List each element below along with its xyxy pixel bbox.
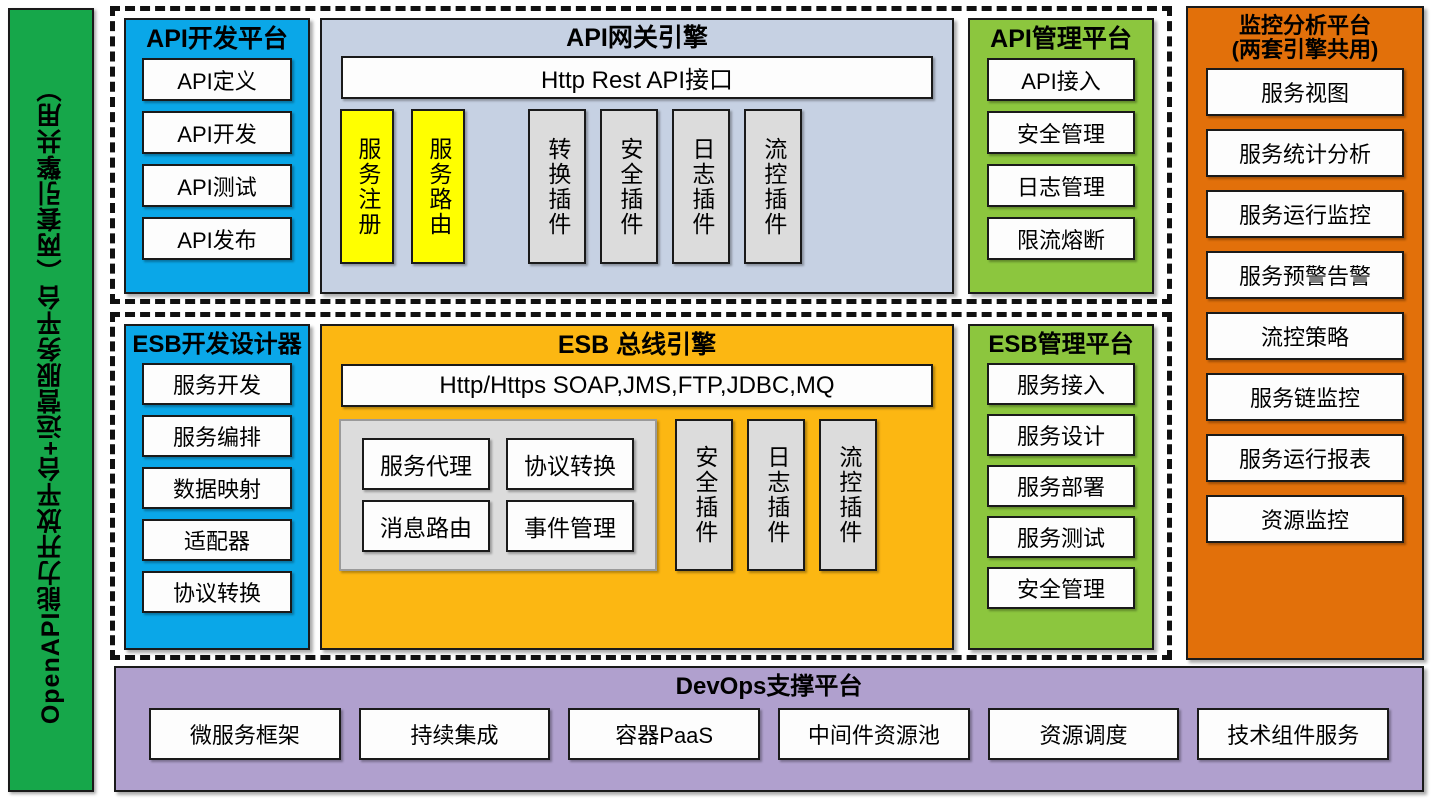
esb-plugin-security[interactable]: 安全插件: [675, 419, 733, 571]
panel-title-devops: DevOps支撑平台: [675, 673, 863, 700]
item-container-paas[interactable]: 容器PaaS: [568, 707, 761, 760]
item-service-stats-analysis[interactable]: 服务统计分析: [1206, 128, 1404, 177]
module-protocol-transform[interactable]: 协议转换: [506, 438, 634, 490]
item-esb-security-mgmt[interactable]: 安全管理: [987, 566, 1135, 609]
item-adapter[interactable]: 适配器: [142, 518, 292, 561]
item-resource-scheduling[interactable]: 资源调度: [987, 707, 1180, 760]
module-service-proxy[interactable]: 服务代理: [362, 438, 490, 490]
item-service-alert-warning[interactable]: 服务预警告警: [1206, 250, 1404, 299]
item-service-deploy[interactable]: 服务部署: [987, 464, 1135, 507]
panel-api-gateway-engine[interactable]: API网关引擎 Http Rest API接口 服务注册 服务路由 转换插件 安…: [320, 18, 954, 294]
panel-esb-mgmt-platform[interactable]: ESB管理平台 服务接入 服务设计 服务部署 服务测试 安全管理: [968, 324, 1154, 650]
panel-title-api-dev: API开发平台: [146, 25, 288, 53]
panel-title-esb-mgmt: ESB管理平台: [988, 331, 1134, 358]
sidebar-openapi-platform: OpenAPI能力开放平台+运营服务平台（两套引擎共用）: [8, 8, 94, 792]
panel-title-esb-bus: ESB 总线引擎: [557, 331, 717, 359]
item-service-runtime-monitor[interactable]: 服务运行监控: [1206, 189, 1404, 238]
gateway-module-row: 服务注册 服务路由 转换插件 安全插件 日志插件 流控插件: [340, 109, 934, 269]
item-flow-control-policy[interactable]: 流控策略: [1206, 311, 1404, 360]
item-microservice-framework[interactable]: 微服务框架: [149, 707, 341, 760]
devops-item-row: 微服务框架 持续集成 容器PaaS 中间件资源池 资源调度 技术组件服务: [140, 707, 1398, 760]
panel-title-api-gateway: API网关引擎: [566, 24, 708, 52]
monitoring-title-line2: (两套引擎共用): [1231, 36, 1379, 62]
module-service-registry[interactable]: 服务注册: [340, 109, 394, 264]
item-service-develop[interactable]: 服务开发: [142, 362, 292, 405]
item-continuous-integration[interactable]: 持续集成: [358, 707, 551, 760]
api-engine-group-frame: [110, 6, 1172, 304]
item-data-mapping[interactable]: 数据映射: [142, 466, 292, 509]
esb-plugin-flow-control[interactable]: 流控插件: [819, 419, 877, 571]
item-api-develop[interactable]: API开发: [142, 111, 292, 154]
esb-interface-bar: Http/Https SOAP,JMS,FTP,JDBC,MQ: [341, 364, 933, 407]
item-tech-component-service[interactable]: 技术组件服务: [1197, 707, 1390, 760]
item-service-access[interactable]: 服务接入: [987, 362, 1135, 405]
item-rate-limit-circuit-break[interactable]: 限流熔断: [987, 217, 1135, 260]
item-api-access[interactable]: API接入: [987, 58, 1135, 101]
sidebar-label: OpenAPI能力开放平台+运营服务平台（两套引擎共用）: [37, 75, 65, 725]
plugin-security[interactable]: 安全插件: [600, 109, 658, 264]
panel-title-api-mgmt: API管理平台: [990, 25, 1132, 53]
panel-api-dev-platform[interactable]: API开发平台 API定义 API开发 API测试 API发布: [124, 18, 310, 294]
panel-devops-platform[interactable]: DevOps支撑平台 微服务框架 持续集成 容器PaaS 中间件资源池 资源调度…: [114, 666, 1424, 792]
esb-engine-group-frame: [110, 312, 1172, 660]
plugin-flow-control[interactable]: 流控插件: [744, 109, 802, 264]
item-security-mgmt[interactable]: 安全管理: [987, 111, 1135, 154]
item-api-test[interactable]: API测试: [142, 164, 292, 207]
item-protocol-transform[interactable]: 协议转换: [142, 570, 292, 613]
monitoring-title-line1: 监控分析平台: [1238, 13, 1371, 38]
item-service-orchestration[interactable]: 服务编排: [142, 414, 292, 457]
esb-core-module-block: 服务代理 协议转换 消息路由 事件管理: [339, 419, 657, 571]
plugin-transform[interactable]: 转换插件: [528, 109, 586, 264]
item-service-chain-monitor[interactable]: 服务链监控: [1206, 372, 1404, 421]
item-api-publish[interactable]: API发布: [142, 217, 292, 260]
gateway-interface-bar: Http Rest API接口: [341, 56, 933, 99]
panel-esb-bus-engine[interactable]: ESB 总线引擎 Http/Https SOAP,JMS,FTP,JDBC,MQ…: [320, 324, 954, 650]
item-service-view[interactable]: 服务视图: [1206, 67, 1404, 116]
item-service-runtime-report[interactable]: 服务运行报表: [1206, 433, 1404, 482]
esb-module-row: 服务代理 协议转换 消息路由 事件管理 安全插件 日志插件 流控插件: [339, 419, 935, 571]
esb-plugin-log[interactable]: 日志插件: [747, 419, 805, 571]
panel-title-monitoring: 监控分析平台 (两套引擎共用): [1188, 14, 1422, 62]
panel-title-esb-designer: ESB开发设计器: [132, 331, 302, 358]
item-service-test[interactable]: 服务测试: [987, 515, 1135, 558]
item-service-design[interactable]: 服务设计: [987, 413, 1135, 456]
panel-api-mgmt-platform[interactable]: API管理平台 API接入 安全管理 日志管理 限流熔断: [968, 18, 1154, 294]
module-message-routing[interactable]: 消息路由: [362, 500, 490, 552]
item-api-define[interactable]: API定义: [142, 58, 292, 101]
module-service-routing[interactable]: 服务路由: [411, 109, 465, 264]
item-resource-monitor[interactable]: 资源监控: [1206, 494, 1404, 543]
panel-esb-designer[interactable]: ESB开发设计器 服务开发 服务编排 数据映射 适配器 协议转换: [124, 324, 310, 650]
item-log-mgmt[interactable]: 日志管理: [987, 164, 1135, 207]
item-middleware-resource-pool[interactable]: 中间件资源池: [778, 707, 970, 760]
panel-monitoring-platform[interactable]: 监控分析平台 (两套引擎共用) 服务视图 服务统计分析 服务运行监控 服务预警告…: [1186, 6, 1424, 660]
module-event-mgmt[interactable]: 事件管理: [506, 500, 634, 552]
plugin-log[interactable]: 日志插件: [672, 109, 730, 264]
